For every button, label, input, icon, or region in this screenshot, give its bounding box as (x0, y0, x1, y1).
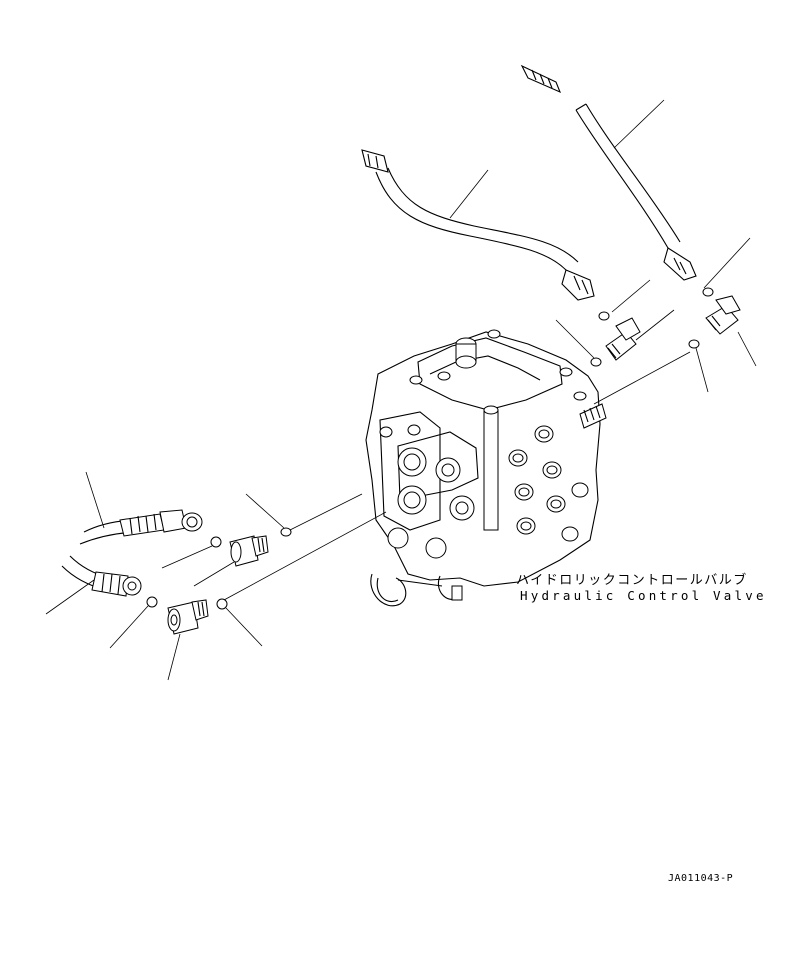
component-label-english: Hydraulic Control Valve (520, 588, 767, 603)
drawing-number: JA011043-P (668, 873, 734, 884)
alignment-lines (223, 351, 691, 601)
elbow-fitting-upper-left (605, 317, 641, 361)
o-rings-upper (590, 287, 714, 367)
hose-middle (361, 149, 595, 301)
hose-lower-left-upper (79, 509, 203, 545)
hydraulic-control-valve (365, 329, 607, 607)
hose-upper-right (520, 64, 697, 281)
leader-lines-lower (45, 471, 285, 681)
elbow-fitting-lower-lower (167, 599, 209, 635)
hose-lower-left-lower (61, 555, 142, 597)
leader-lines-upper (449, 99, 757, 393)
elbow-fitting-upper-right (705, 295, 741, 335)
elbow-fitting-lower-upper (229, 535, 269, 567)
o-rings-lower (146, 527, 292, 610)
component-label-japanese: ハイドロリックコントロールバルブ (516, 573, 748, 588)
